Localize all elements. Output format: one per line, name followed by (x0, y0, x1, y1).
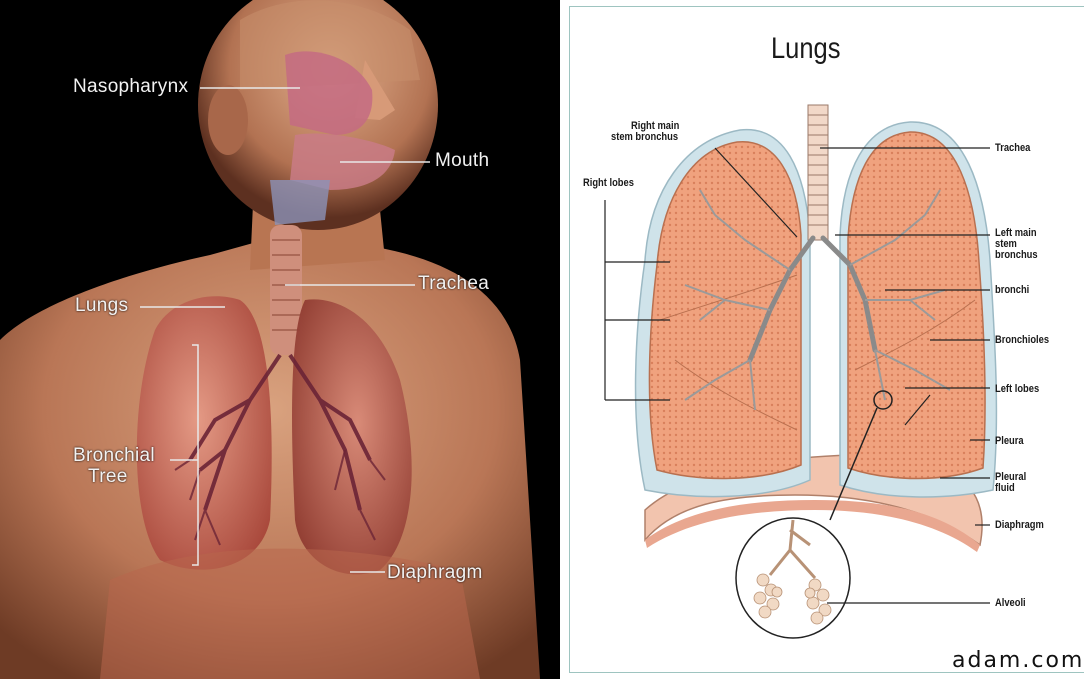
brand-watermark: adam.com (952, 648, 1084, 673)
torso-illustration-panel: Nasopharynx Mouth Trachea Lungs Bronchia… (0, 0, 560, 679)
right-main-stem-bronchus-label-line2: stem bronchus (611, 132, 678, 143)
nasopharynx-label: Nasopharynx (73, 76, 188, 98)
left-lobes-label: Left lobes (995, 384, 1039, 395)
pleura-label: Pleura (995, 436, 1024, 447)
bronchial-tree-label-line2: Tree (88, 466, 128, 488)
mouth-label: Mouth (435, 150, 489, 172)
lungs-diagram-panel: Lungs Right main stem bronchus Right lob… (565, 0, 1088, 679)
bronchial-tree-label-line1: Bronchial (73, 445, 155, 467)
alveoli-label: Alveoli (995, 598, 1026, 609)
trachea-label: Trachea (418, 273, 489, 295)
diagram-title: Lungs (771, 32, 840, 66)
bronchi-label: bronchi (995, 285, 1029, 296)
left-main-stem-bronchus-label-line3: bronchus (995, 250, 1038, 261)
diaphragm-diagram-label: Diaphragm (995, 520, 1044, 531)
diaphragm-label: Diaphragm (387, 562, 483, 584)
right-lobes-label: Right lobes (583, 178, 634, 189)
trachea-diagram-label: Trachea (995, 143, 1030, 154)
lungs-label: Lungs (75, 295, 128, 317)
pleural-fluid-label-line2: fluid (995, 483, 1015, 494)
bronchioles-label: Bronchioles (995, 335, 1049, 346)
